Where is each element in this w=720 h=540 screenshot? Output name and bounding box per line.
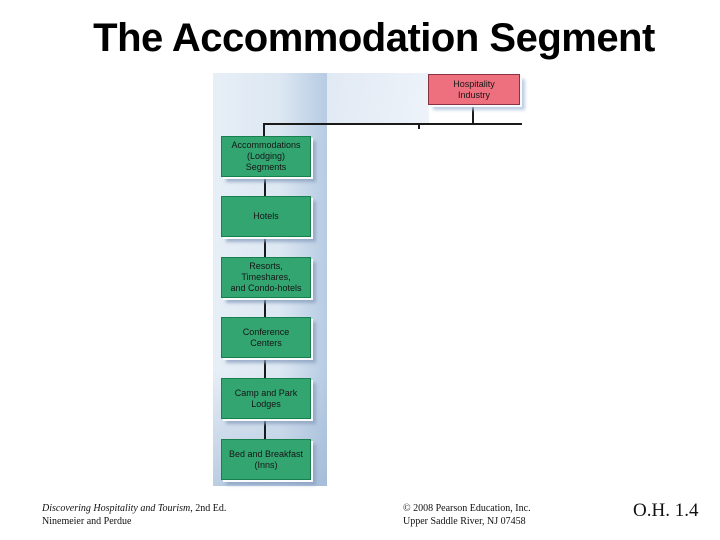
footer-authors: Ninemeier and Perdue <box>42 515 132 527</box>
node-bed-and-breakfast-inns: Bed and Breakfast (Inns) <box>221 439 311 480</box>
footer-copyright-line1: © 2008 Pearson Education, Inc. <box>403 503 531 514</box>
footer-source: Discovering Hospitality and Tourism, 2nd… <box>42 503 226 528</box>
footer-slide-ref: O.H. 1.4 <box>633 500 699 521</box>
connector-branch-drop <box>263 123 265 137</box>
footer-book-line: Discovering Hospitality and Tourism, 2nd… <box>42 503 226 516</box>
node-hospitality-industry: Hospitality Industry <box>428 74 520 105</box>
connector-stub-tick <box>418 125 420 129</box>
node-resorts-timeshares-condo-hotels: Resorts, Timeshares, and Condo-hotels <box>221 257 311 298</box>
connector-horizontal-main <box>263 123 522 125</box>
node-camp-lodges-label: Camp and Park Lodges <box>234 387 298 409</box>
footer-book-edition: , 2nd Ed. <box>190 503 227 514</box>
footer-copyright-line2: Upper Saddle River, NJ 07458 <box>403 515 526 527</box>
connector-hotels-resorts <box>264 237 266 257</box>
node-conference-centers-label: Conference Centers <box>242 326 290 348</box>
node-accommodations-segments-label: Accommodations (Lodging) Segments <box>231 140 301 172</box>
node-hotels-label: Hotels <box>253 211 279 221</box>
connector-root-drop <box>472 104 474 125</box>
connector-resorts-conference <box>264 298 266 317</box>
footer-book-title: Discovering Hospitality and Tourism <box>42 503 191 514</box>
node-hotels: Hotels <box>221 196 311 237</box>
node-accommodations-segments: Accommodations (Lodging) Segments <box>221 136 311 177</box>
slide-title: The Accommodation Segment <box>93 16 655 60</box>
connector-camp-bed <box>264 419 266 439</box>
node-bed-breakfast-label: Bed and Breakfast (Inns) <box>228 448 304 470</box>
node-conference-centers: Conference Centers <box>221 317 311 358</box>
node-resorts-label: Resorts, Timeshares, and Condo-hotels <box>230 261 302 293</box>
node-camp-and-park-lodges: Camp and Park Lodges <box>221 378 311 419</box>
node-hospitality-industry-label: Hospitality Industry <box>453 78 495 100</box>
footer-copyright: © 2008 Pearson Education, Inc. Upper Sad… <box>403 503 531 528</box>
connector-branch-hotels <box>264 177 266 196</box>
connector-conference-camp <box>264 358 266 378</box>
